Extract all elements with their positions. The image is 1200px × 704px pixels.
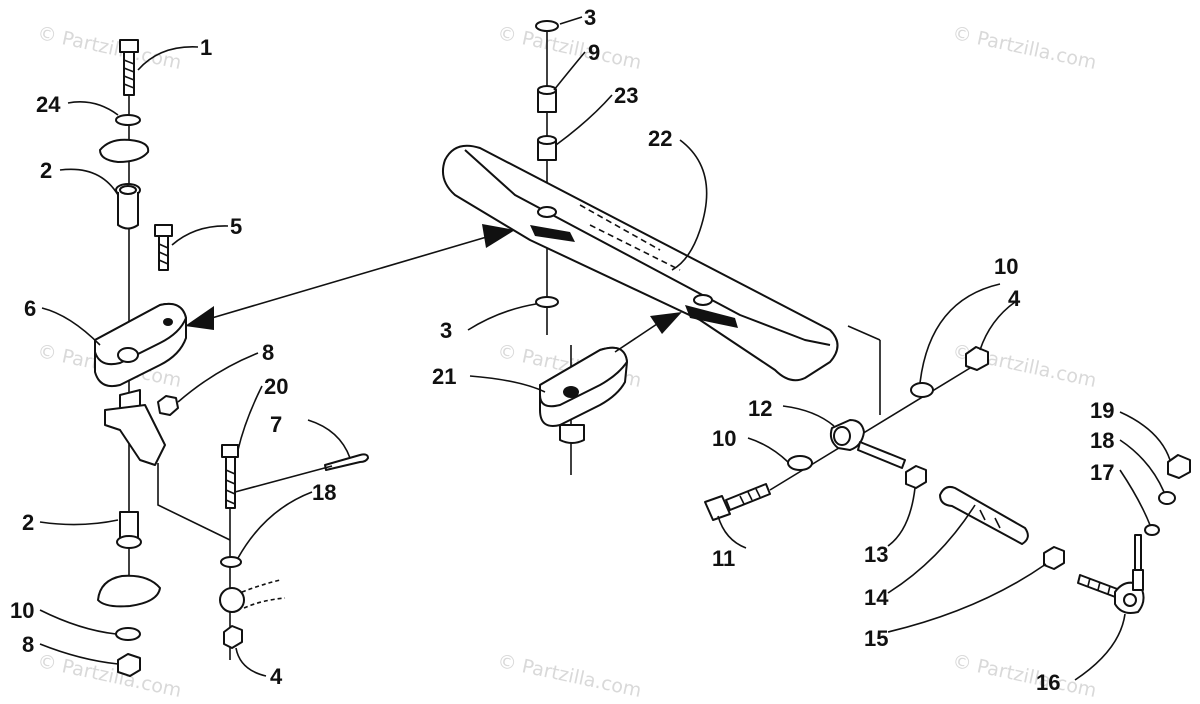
tie-rod-end-12 [829,419,906,469]
callout-label: 3 [584,5,596,30]
callout-label: 8 [22,632,34,657]
callout-label: 10 [994,254,1018,279]
callout-label: 9 [588,40,600,65]
callout-label: 2 [40,158,52,183]
nut-19 [1167,454,1191,479]
bushing-23 [537,135,557,161]
callout-label: 18 [312,480,336,505]
callout-label: 10 [10,598,34,623]
callout-label: 22 [648,126,672,151]
washer-18-left [220,556,242,568]
callout-label: 4 [1008,286,1021,311]
nut-8-lower [117,653,141,677]
washer-3-upper [535,20,559,32]
washer-17 [1144,524,1160,536]
rubber-plate-lower [97,574,161,608]
washer-10-left [115,627,141,641]
bolt-11 [704,483,771,521]
bolt-5 [154,224,173,271]
callout-label: 13 [864,542,888,567]
callout-label: 10 [712,426,736,451]
pivot-bracket-21 [539,345,628,475]
callout-label: 19 [1090,398,1114,423]
bolt-20 [221,444,239,509]
callout-label: 5 [230,214,242,239]
center-arm-assembly [442,20,839,475]
washer-10-right [910,382,934,398]
callout-label: 1 [200,35,212,60]
nut-13 [905,465,927,489]
bushing-2-lower [116,511,142,549]
adjuster-sleeve-14 [939,485,1029,545]
callout-label: 14 [864,585,889,610]
cotter-pin-7 [324,453,369,471]
steering-arm-22 [442,144,839,382]
callout-label: 3 [440,318,452,343]
washer-3-lower [535,296,559,308]
assembly-arrows [185,224,682,353]
callout-label: 12 [748,396,772,421]
callout-label: 4 [270,664,283,689]
callout-label: 23 [614,83,638,108]
bolt-1 [119,39,139,96]
callout-label: 8 [262,340,274,365]
nut-8-upper [157,395,179,416]
left-spindle-assembly [94,39,369,677]
callout-label: 24 [36,92,61,117]
callout-label: 16 [1036,670,1060,695]
callout-label: 7 [270,412,282,437]
spindle-bracket-6 [94,302,187,466]
washer-10-mid [787,455,813,471]
callout-label: 2 [22,510,34,535]
callout-label: 15 [864,626,888,651]
washer-24 [115,114,141,126]
bushing-2-upper [115,183,141,230]
callout-label: 6 [24,296,36,321]
callout-label: 20 [264,374,288,399]
tie-rod-end-16 [1077,534,1145,614]
nut-15 [1043,546,1065,570]
rubber-plate-upper [99,138,150,163]
callout-label: 18 [1090,428,1114,453]
nut-4-left [223,625,243,649]
washer-18-right [1158,491,1176,505]
callout-label: 21 [432,364,456,389]
callout-label: 11 [712,546,735,571]
leader-lines [39,16,1171,681]
bushing-9 [537,85,557,113]
nut-4-right [965,346,989,371]
tie-rod-end-left [219,579,286,613]
callout-numbers: 1 24 2 5 6 8 20 7 18 2 10 8 4 3 9 23 22 … [10,5,1114,695]
callout-label: 17 [1090,460,1114,485]
